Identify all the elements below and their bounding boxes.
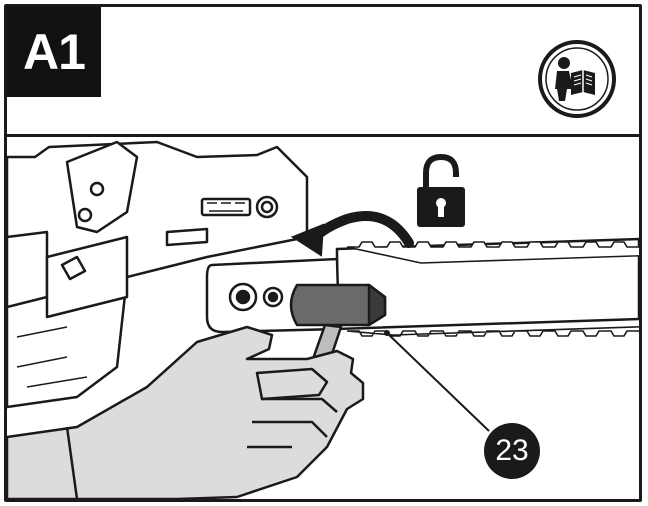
instruction-panel: A1 (4, 4, 642, 502)
read-manual-icon (538, 40, 616, 118)
step-label: A1 (7, 7, 101, 97)
saw-chain (346, 241, 639, 337)
saw-body (7, 140, 309, 409)
unlock-padlock-icon (417, 153, 465, 227)
callout-leader-line (386, 332, 490, 432)
gloved-hand (7, 325, 365, 499)
chainsaw-illustration (7, 140, 639, 499)
counterclockwise-arrow-icon (290, 211, 414, 257)
panel-header: A1 (7, 7, 639, 137)
callout-23: 23 (484, 423, 540, 479)
